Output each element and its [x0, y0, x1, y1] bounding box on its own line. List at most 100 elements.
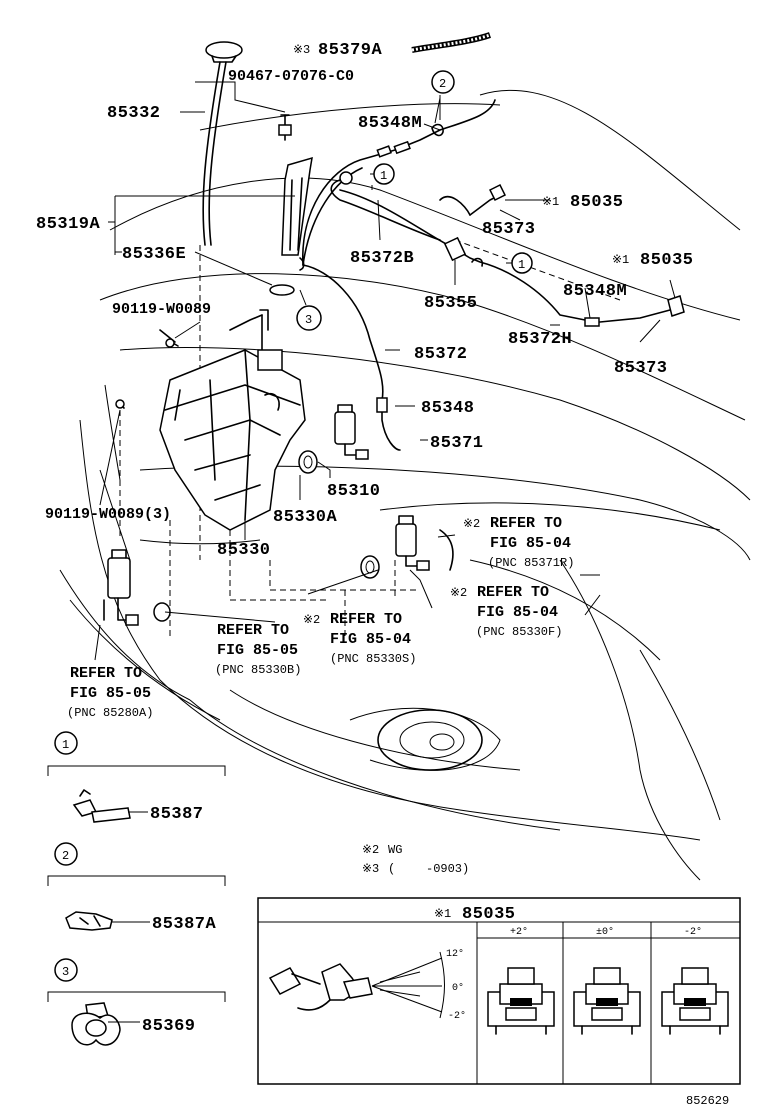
inset-nozzle-adjustment: ※1 85035 +2° ±0° -2° 12° 0° -2°	[257, 897, 741, 1085]
note2-mark-legend: ※2	[362, 843, 379, 857]
inset-connector-minus2	[661, 967, 729, 1035]
callout-3-label: 3	[305, 313, 312, 327]
label-85332: 85332	[107, 104, 161, 123]
washer-pump-85310	[298, 404, 369, 474]
notes: ※2 WG ※3 ( -0903)	[362, 843, 469, 876]
refer-85280a-line2: FIG 85-05	[70, 685, 151, 702]
refer-85330s-line3: (PNC 85330S)	[330, 652, 416, 666]
label-85035-b: 85035	[640, 251, 694, 270]
refer-85280a-line3: (PNC 85280A)	[67, 706, 153, 720]
label-85373-a: 85373	[482, 220, 536, 239]
refer-85330b-line1: REFER TO	[217, 622, 289, 639]
note3-mark-legend: ※3	[362, 862, 379, 876]
inset-col-minus2: -2°	[684, 926, 702, 938]
washer-hoses	[302, 99, 671, 451]
label-85348m-right: 85348M	[563, 282, 627, 301]
inset-angle-0: 0°	[452, 982, 464, 994]
washer-pump-85330b	[103, 549, 171, 626]
label-85371: 85371	[430, 434, 484, 453]
callout-3	[296, 305, 322, 331]
clip-90467	[278, 114, 292, 141]
refer-85371r-line1: REFER TO	[490, 515, 562, 532]
note2-text: WG	[388, 843, 402, 857]
label-85330a: 85330A	[273, 508, 338, 527]
callout-1-left-label: 1	[380, 169, 387, 183]
hose-connectors	[339, 123, 685, 413]
refer-85330f-line2: FIG 85-04	[477, 604, 558, 621]
legend-item-1: 1 85387	[47, 731, 226, 824]
label-85310: 85310	[327, 482, 381, 501]
refer-85280a: REFER TO FIG 85-05 (PNC 85280A)	[67, 665, 153, 720]
legend-2-number: 2	[62, 849, 69, 863]
note2-mark-c: ※2	[303, 613, 320, 627]
label-85348m-top: 85348M	[358, 114, 422, 133]
inset-title: 85035	[462, 905, 516, 924]
label-85330: 85330	[217, 541, 271, 560]
washer-inlet-85332	[202, 41, 243, 246]
callout-1-right	[511, 252, 533, 274]
leader-lines	[94, 81, 676, 661]
label-90119-w0089-3: 90119-W0089(3)	[45, 506, 171, 523]
refer-85330f-line3: (PNC 85330F)	[476, 625, 562, 639]
callout-1-left	[373, 163, 395, 185]
figure-number: 852629	[686, 1094, 729, 1108]
refer-85330f-line1: REFER TO	[477, 584, 549, 601]
label-85336e: 85336E	[122, 245, 186, 264]
refer-85330b: REFER TO FIG 85-05 (PNC 85330B)	[215, 622, 301, 677]
refer-85330b-line3: (PNC 85330B)	[215, 663, 301, 677]
legend-3-number: 3	[62, 965, 69, 979]
hose-85379a	[411, 32, 491, 53]
label-85319a: 85319A	[36, 215, 101, 234]
refer-85371r: ※2 REFER TO FIG 85-04 (PNC 85371R)	[463, 515, 574, 570]
refer-85371r-line3: (PNC 85371R)	[488, 556, 574, 570]
refer-85371r-line2: FIG 85-04	[490, 535, 571, 552]
label-85355: 85355	[424, 294, 478, 313]
washer-tank-85330	[159, 309, 306, 531]
refer-85330s-line2: FIG 85-04	[330, 631, 411, 648]
refer-85330s-line1: REFER TO	[330, 611, 402, 628]
bolts-90119	[115, 338, 179, 409]
label-85035-a: 85035	[570, 193, 624, 212]
note2-mark-a: ※2	[463, 517, 480, 531]
legend-1-number: 1	[62, 738, 69, 752]
label-85372: 85372	[414, 345, 468, 364]
refer-85280a-line1: REFER TO	[70, 665, 142, 682]
label-85369: 85369	[142, 1017, 196, 1036]
label-85372h: 85372H	[508, 330, 572, 349]
inlet-85319a	[269, 156, 313, 296]
inset-connector-plus2	[487, 967, 555, 1035]
label-85372b: 85372B	[350, 249, 414, 268]
washer-pump-85330f	[360, 515, 454, 579]
note3-mark: ※3	[293, 43, 310, 57]
refer-85330b-line2: FIG 85-05	[217, 642, 298, 659]
inset-angle-minus2: -2°	[448, 1010, 466, 1022]
inset-col-plus2: +2°	[510, 926, 528, 938]
inset-col-0: ±0°	[596, 926, 614, 938]
note2-mark-b: ※2	[450, 586, 467, 600]
legend-item-3: 3 85369	[47, 958, 226, 1046]
callout-2-top-label: 2	[439, 77, 446, 91]
note3-open: (	[388, 862, 395, 876]
inset-connector-0	[573, 967, 641, 1035]
inset-nozzle-drawing: 12° 0° -2°	[268, 948, 466, 1022]
note1-mark-a: ※1	[542, 195, 559, 209]
note1-mark-b: ※1	[612, 253, 629, 267]
label-85387: 85387	[150, 805, 204, 824]
note3-date: -0903)	[426, 862, 469, 876]
label-90119-w0089: 90119-W0089	[112, 301, 211, 318]
callout-2-top	[431, 70, 455, 94]
label-85379a: 85379A	[318, 41, 383, 60]
vehicle-body-outline	[59, 89, 751, 881]
callout-1-right-label: 1	[518, 258, 525, 272]
callout-circles: 2 1 1 3	[296, 70, 533, 331]
label-85387a: 85387A	[152, 915, 217, 934]
inset-note1-mark: ※1	[434, 907, 451, 921]
inset-angle-12: 12°	[446, 948, 464, 960]
part-labels: ※3 85379A 90467-07076-C0 85332 85348M ※1…	[36, 41, 694, 560]
label-90467-07076-c0: 90467-07076-C0	[228, 68, 354, 85]
refer-85330s: ※2 REFER TO FIG 85-04 (PNC 85330S)	[303, 611, 416, 666]
label-85348: 85348	[421, 399, 475, 418]
label-85373-b: 85373	[614, 359, 668, 378]
refer-85330f: ※2 REFER TO FIG 85-04 (PNC 85330F)	[450, 584, 562, 639]
